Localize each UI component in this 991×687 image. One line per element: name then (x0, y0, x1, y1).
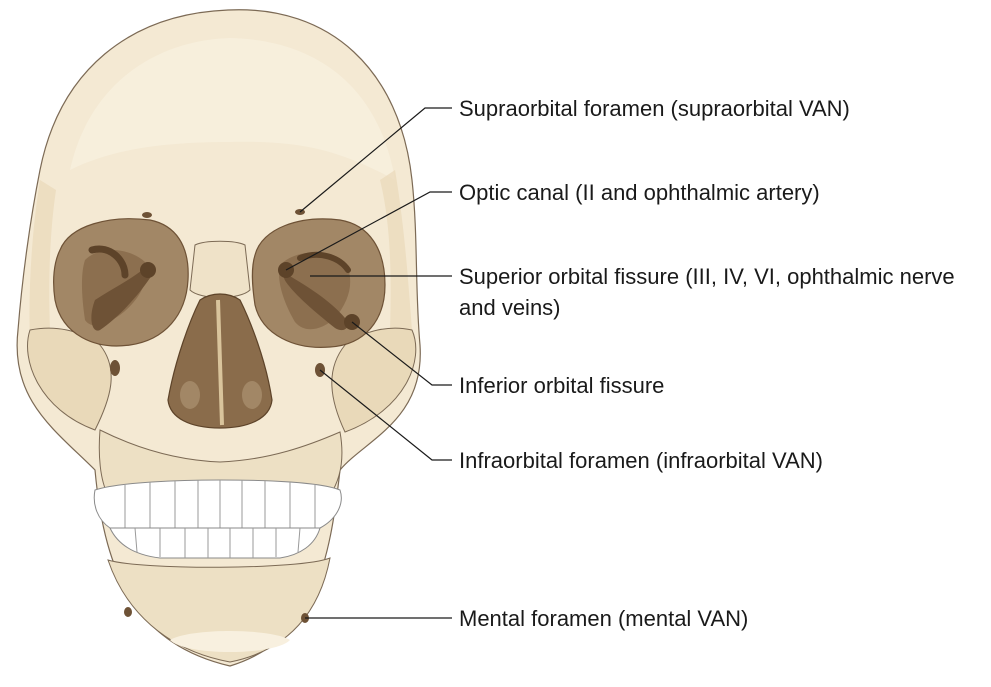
upper-teeth (94, 480, 341, 528)
label-supraorbital-foramen: Supraorbital foramen (supraorbital VAN) (459, 93, 850, 124)
label-inferior-orbital-fissure: Inferior orbital fissure (459, 370, 664, 401)
left-mental-foramen (124, 607, 132, 617)
label-mental-foramen: Mental foramen (mental VAN) (459, 603, 748, 634)
label-infraorbital-foramen: Infraorbital foramen (infraorbital VAN) (459, 445, 823, 476)
label-superior-orbital-fissure: Superior orbital fissure (III, IV, VI, o… (459, 261, 979, 323)
left-infraorbital-foramen (110, 360, 120, 376)
lower-teeth (110, 528, 320, 558)
label-optic-canal: Optic canal (II and ophthalmic artery) (459, 177, 820, 208)
